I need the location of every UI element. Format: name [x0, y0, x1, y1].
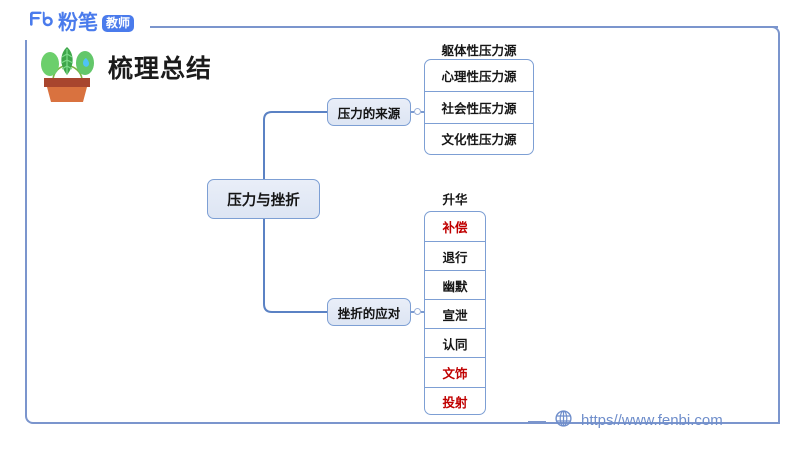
- frame-bottom-line: [34, 422, 780, 424]
- mindmap-branch-label-1: 压力的来源: [337, 106, 401, 121]
- mindmap-leaf-group-2: 补偿 退行 幽默 宣泄 认同 文饰 投射: [424, 211, 486, 415]
- mindmap-leaf-top-2: 升华: [442, 192, 468, 207]
- mindmap-leaf[interactable]: 心理性压力源: [441, 70, 517, 85]
- mindmap-leaf[interactable]: 退行: [425, 241, 485, 270]
- footer-divider: [528, 421, 546, 423]
- potted-plant-icon: [30, 45, 104, 108]
- mindmap-leaf[interactable]: 宣泄: [425, 299, 485, 328]
- mindmap-leaf[interactable]: 幽默: [425, 270, 485, 299]
- brand-logo: 粉笔 教师: [28, 11, 135, 35]
- mindmap-leaf-top-1: 躯体性压力源: [441, 43, 517, 58]
- logo-wordmark: 粉笔: [58, 12, 98, 34]
- frame-top-right-corner: [770, 26, 780, 36]
- page-title: 梳理总结: [108, 55, 213, 83]
- mindmap-root-label: 压力与挫折: [227, 192, 300, 209]
- mindmap-leaf[interactable]: 文化性压力源: [425, 122, 533, 154]
- frame-top-line: [150, 26, 778, 28]
- mindmap-joint-1: [414, 108, 421, 115]
- footer-url[interactable]: https//www.fenbi.com: [555, 410, 723, 431]
- mindmap-branch-node-1[interactable]: 压力的来源: [327, 98, 411, 126]
- frame-right-line: [778, 34, 780, 424]
- mindmap-branch-node-2[interactable]: 挫折的应对: [327, 298, 411, 326]
- mindmap-joint-2: [414, 308, 421, 315]
- frame-left-line: [25, 40, 27, 416]
- mindmap-leaf[interactable]: 认同: [425, 328, 485, 357]
- mindmap-leaf[interactable]: 投射: [425, 386, 485, 414]
- footer-url-text: https//www.fenbi.com: [581, 412, 723, 429]
- mindmap-branch-label-2: 挫折的应对: [337, 306, 401, 321]
- fb-logo-icon: [28, 11, 54, 35]
- frame-bottom-left-corner: [25, 414, 35, 424]
- mindmap-leaf[interactable]: 社会性压力源: [425, 91, 533, 122]
- mindmap-leaf[interactable]: 补偿: [442, 221, 468, 236]
- mindmap-leaf-group-1: 心理性压力源 社会性压力源 文化性压力源: [424, 59, 534, 155]
- mindmap-root-node[interactable]: 压力与挫折: [207, 179, 320, 219]
- globe-icon: [555, 410, 572, 431]
- logo-badge-teacher: 教师: [102, 14, 135, 32]
- mindmap-leaf[interactable]: 文饰: [425, 357, 485, 386]
